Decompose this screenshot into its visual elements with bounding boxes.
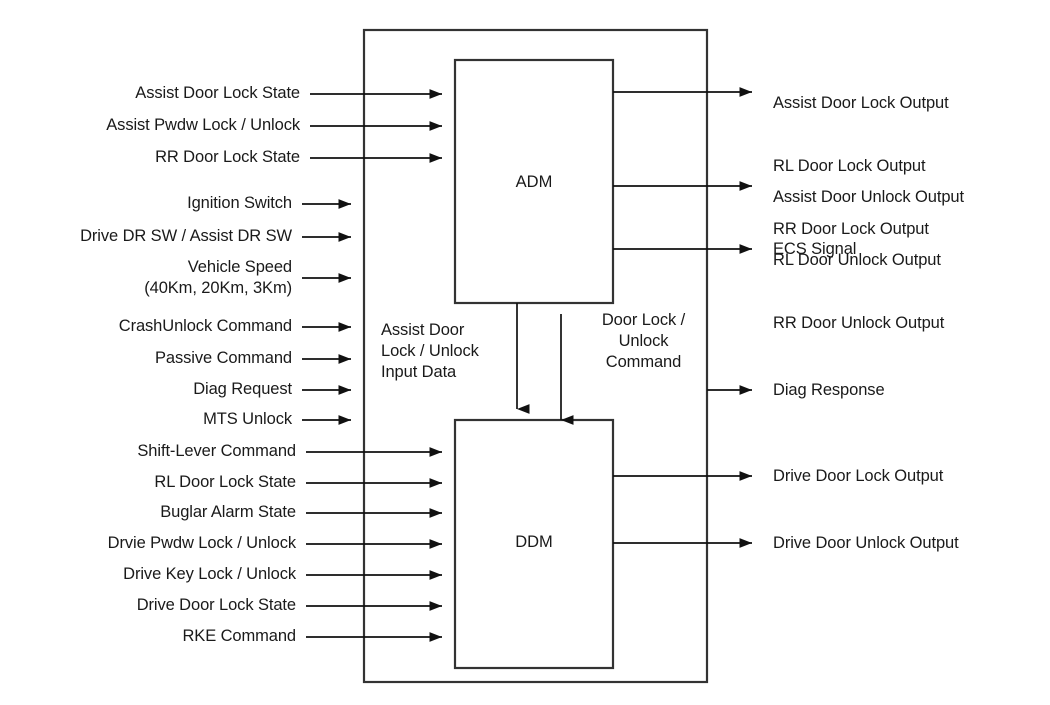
input-label-crashunlock-command: CrashUnlock Command bbox=[118, 317, 292, 335]
output-line-assist-door-lock-output: Assist Door Lock Output bbox=[773, 94, 949, 112]
input-label-mts-unlock: MTS Unlock bbox=[203, 410, 292, 428]
input-label-drvie-pwdw-lock-unlock: Drvie Pwdw Lock / Unlock bbox=[107, 534, 296, 552]
input-label-diag-request: Diag Request bbox=[193, 380, 292, 398]
ddm-block bbox=[453, 418, 615, 670]
output-line-rl-door-lock-output: RL Door Lock Output bbox=[773, 157, 926, 175]
input-label-assist-pwdw-lock-unlock: Assist Pwdw Lock / Unlock bbox=[106, 116, 300, 134]
output-label-lock-group: Assist Door Lock Output RL Door Lock Out… bbox=[773, 51, 1043, 282]
input-label-shift-lever-command: Shift-Lever Command bbox=[137, 442, 296, 460]
interconnect-label-door-lock-unlock-command: Door Lock / Unlock Command bbox=[601, 311, 686, 371]
output-label-drive-door-lock-output: Drive Door Lock Output bbox=[773, 467, 944, 485]
input-label-passive-command: Passive Command bbox=[155, 349, 292, 367]
adm-block-label: ADM bbox=[515, 173, 553, 191]
input-label-drive-key-lock-unlock: Drive Key Lock / Unlock bbox=[123, 565, 296, 583]
output-line-rr-door-unlock-output: RR Door Unlock Output bbox=[773, 314, 945, 332]
output-label-ecs-signal: ECS Signal bbox=[773, 240, 857, 258]
input-label-drive-dr-sw-assist-dr-sw: Drive DR SW / Assist DR SW bbox=[80, 227, 292, 245]
adm-block bbox=[453, 58, 615, 305]
input-label-rr-door-lock-state: RR Door Lock State bbox=[155, 148, 300, 166]
interconnect-wires bbox=[516, 303, 574, 425]
output-line-assist-door-unlock-output: Assist Door Unlock Output bbox=[773, 188, 964, 206]
output-line-rl-door-unlock-output: RL Door Unlock Output bbox=[773, 251, 941, 269]
output-wires-adm bbox=[613, 87, 752, 254]
input-label-rke-command: RKE Command bbox=[182, 627, 296, 645]
input-label-vehicle-speed: Vehicle Speed (40Km, 20Km, 3Km) bbox=[144, 258, 292, 297]
input-wires-ddm bbox=[306, 447, 442, 642]
output-line-rr-door-lock-output: RR Door Lock Output bbox=[773, 220, 929, 238]
output-label-drive-door-unlock-output: Drive Door Unlock Output bbox=[773, 534, 959, 552]
input-label-buglar-alarm-state: Buglar Alarm State bbox=[160, 503, 296, 521]
ddm-block-label: DDM bbox=[515, 533, 553, 551]
input-label-assist-door-lock-state: Assist Door Lock State bbox=[135, 84, 300, 102]
input-wires-outer bbox=[302, 199, 351, 425]
output-wires-ddm bbox=[613, 471, 752, 548]
outer-system-box bbox=[362, 28, 709, 684]
input-label-rl-door-lock-state: RL Door Lock State bbox=[154, 473, 296, 491]
output-label-diag-response: Diag Response bbox=[773, 381, 885, 399]
interconnect-label-assist-door-lock-unlock-input-data: Assist Door Lock / Unlock Input Data bbox=[381, 321, 479, 381]
input-label-drive-door-lock-state: Drive Door Lock State bbox=[136, 596, 296, 614]
input-wires-adm bbox=[310, 89, 442, 163]
output-label-unlock-group: Assist Door Unlock Output RL Door Unlock… bbox=[773, 145, 1043, 376]
input-label-ignition-switch: Ignition Switch bbox=[187, 194, 292, 212]
